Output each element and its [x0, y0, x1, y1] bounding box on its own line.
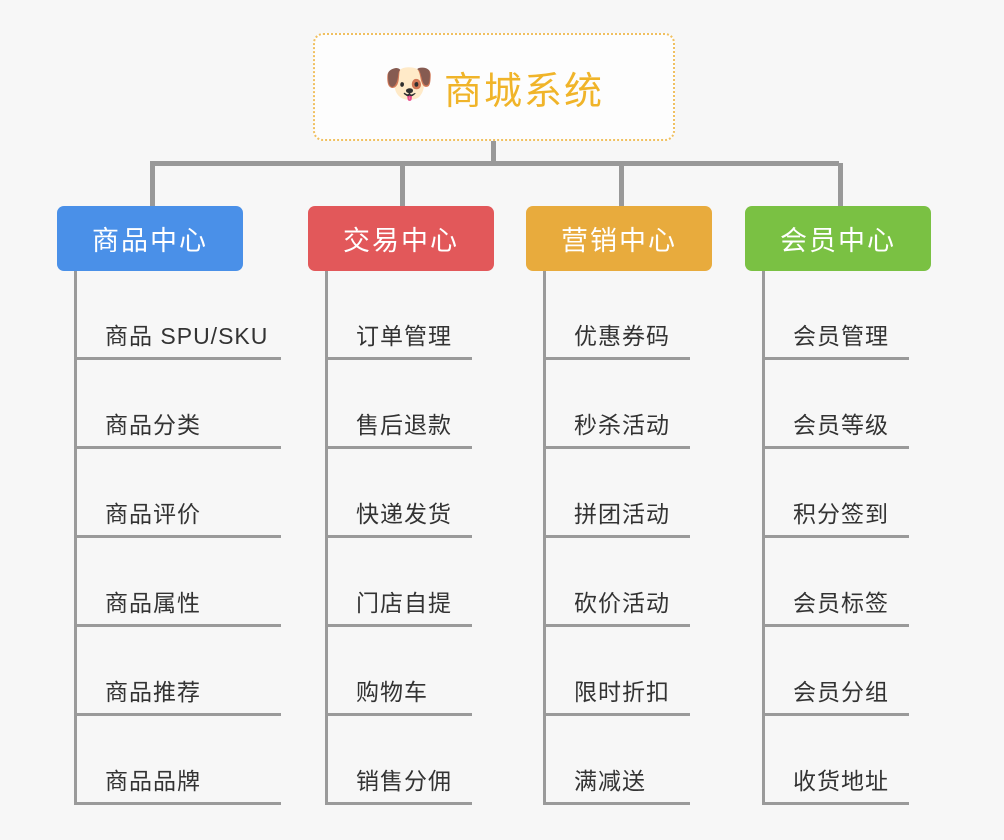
column-spine-trade-center — [325, 271, 328, 805]
list-item-label: 会员管理 — [793, 323, 889, 349]
list-item-connector — [762, 446, 909, 449]
list-item-connector — [543, 624, 690, 627]
list-item-label: 购物车 — [356, 679, 428, 705]
list-item-label: 会员等级 — [793, 412, 889, 438]
list-item-connector — [543, 802, 690, 805]
trunk-drop-connector-2 — [619, 163, 624, 206]
list-item[interactable]: 商品品牌 — [57, 716, 281, 805]
list-item[interactable]: 商品分类 — [57, 360, 281, 449]
list-item-label: 商品 SPU/SKU — [105, 323, 269, 349]
list-item-connector — [74, 446, 281, 449]
list-item-label: 秒杀活动 — [574, 412, 670, 438]
list-item-connector — [325, 535, 472, 538]
column-marketing-center: 营销中心优惠券码秒杀活动拼团活动砍价活动限时折扣满减送 — [526, 206, 712, 805]
list-item[interactable]: 商品属性 — [57, 538, 281, 627]
list-item-label: 售后退款 — [356, 412, 452, 438]
category-items-product-center: 商品 SPU/SKU 商品分类商品评价商品属性商品推荐商品品牌 — [57, 271, 281, 805]
category-header-trade-center[interactable]: 交易中心 — [308, 206, 494, 271]
list-item-connector — [74, 624, 281, 627]
list-item-connector — [762, 802, 909, 805]
list-item-connector — [543, 713, 690, 716]
list-item-label: 商品品牌 — [105, 768, 201, 794]
list-item-connector — [762, 357, 909, 360]
list-item-label: 砍价活动 — [574, 590, 670, 616]
list-item[interactable]: 限时折扣 — [526, 627, 712, 716]
list-item-connector — [762, 713, 909, 716]
column-spine-marketing-center — [543, 271, 546, 805]
list-item[interactable]: 优惠券码 — [526, 271, 712, 360]
trunk-drop-connector-3 — [838, 163, 843, 206]
column-trade-center: 交易中心订单管理售后退款快递发货门店自提购物车销售分佣 — [308, 206, 494, 805]
list-item-label: 会员分组 — [793, 679, 889, 705]
list-item-connector — [543, 535, 690, 538]
trunk-stem-connector — [491, 141, 496, 163]
list-item-connector — [74, 357, 281, 360]
list-item[interactable]: 购物车 — [308, 627, 494, 716]
list-item-connector — [543, 446, 690, 449]
list-item-label: 优惠券码 — [574, 323, 670, 349]
list-item[interactable]: 拼团活动 — [526, 449, 712, 538]
list-item[interactable]: 积分签到 — [745, 449, 931, 538]
list-item[interactable]: 订单管理 — [308, 271, 494, 360]
column-member-center: 会员中心会员管理会员等级积分签到会员标签会员分组收货地址 — [745, 206, 931, 805]
list-item-connector — [325, 624, 472, 627]
column-product-center: 商品中心商品 SPU/SKU 商品分类商品评价商品属性商品推荐商品品牌 — [57, 206, 281, 805]
list-item-label: 商品评价 — [105, 501, 201, 527]
trunk-drop-connector-0 — [150, 163, 155, 206]
list-item-label: 订单管理 — [356, 323, 452, 349]
list-item-connector — [325, 357, 472, 360]
list-item-connector — [325, 446, 472, 449]
category-items-member-center: 会员管理会员等级积分签到会员标签会员分组收货地址 — [745, 271, 931, 805]
list-item[interactable]: 秒杀活动 — [526, 360, 712, 449]
list-item[interactable]: 商品推荐 — [57, 627, 281, 716]
list-item[interactable]: 会员管理 — [745, 271, 931, 360]
list-item[interactable]: 收货地址 — [745, 716, 931, 805]
root-title: 商城系统 — [443, 70, 604, 113]
list-item[interactable]: 快递发货 — [308, 449, 494, 538]
list-item-label: 商品分类 — [105, 412, 201, 438]
list-item-label: 限时折扣 — [574, 679, 670, 705]
trunk-drop-connector-1 — [400, 163, 405, 206]
list-item[interactable]: 会员等级 — [745, 360, 931, 449]
list-item-label: 积分签到 — [793, 501, 889, 527]
list-item-label: 收货地址 — [793, 768, 889, 794]
category-items-marketing-center: 优惠券码秒杀活动拼团活动砍价活动限时折扣满减送 — [526, 271, 712, 805]
list-item-connector — [74, 535, 281, 538]
list-item-label: 销售分佣 — [356, 768, 452, 794]
list-item[interactable]: 售后退款 — [308, 360, 494, 449]
root-node[interactable]: 🐶 商城系统 — [313, 33, 675, 141]
column-spine-member-center — [762, 271, 765, 805]
list-item-label: 拼团活动 — [574, 501, 670, 527]
list-item-label: 快递发货 — [356, 501, 452, 527]
shiba-inu-dog-face-icon: 🐶 — [383, 62, 434, 106]
list-item[interactable]: 商品 SPU/SKU — [57, 271, 281, 360]
category-items-trade-center: 订单管理售后退款快递发货门店自提购物车销售分佣 — [308, 271, 494, 805]
list-item-label: 商品属性 — [105, 590, 201, 616]
category-header-member-center[interactable]: 会员中心 — [745, 206, 931, 271]
list-item[interactable]: 会员分组 — [745, 627, 931, 716]
list-item[interactable]: 会员标签 — [745, 538, 931, 627]
list-item[interactable]: 销售分佣 — [308, 716, 494, 805]
list-item-connector — [74, 713, 281, 716]
list-item-label: 商品推荐 — [105, 679, 201, 705]
list-item-label: 会员标签 — [793, 590, 889, 616]
list-item-connector — [325, 802, 472, 805]
list-item[interactable]: 满减送 — [526, 716, 712, 805]
list-item-connector — [543, 357, 690, 360]
list-item-label: 满减送 — [574, 768, 646, 794]
column-spine-product-center — [74, 271, 77, 805]
list-item-connector — [762, 535, 909, 538]
category-header-marketing-center[interactable]: 营销中心 — [526, 206, 712, 271]
list-item-label: 门店自提 — [356, 590, 452, 616]
list-item-connector — [74, 802, 281, 805]
list-item[interactable]: 商品评价 — [57, 449, 281, 538]
trunk-horizontal-connector — [150, 161, 839, 166]
category-header-product-center[interactable]: 商品中心 — [57, 206, 243, 271]
list-item[interactable]: 砍价活动 — [526, 538, 712, 627]
list-item-connector — [762, 624, 909, 627]
list-item[interactable]: 门店自提 — [308, 538, 494, 627]
list-item-connector — [325, 713, 472, 716]
